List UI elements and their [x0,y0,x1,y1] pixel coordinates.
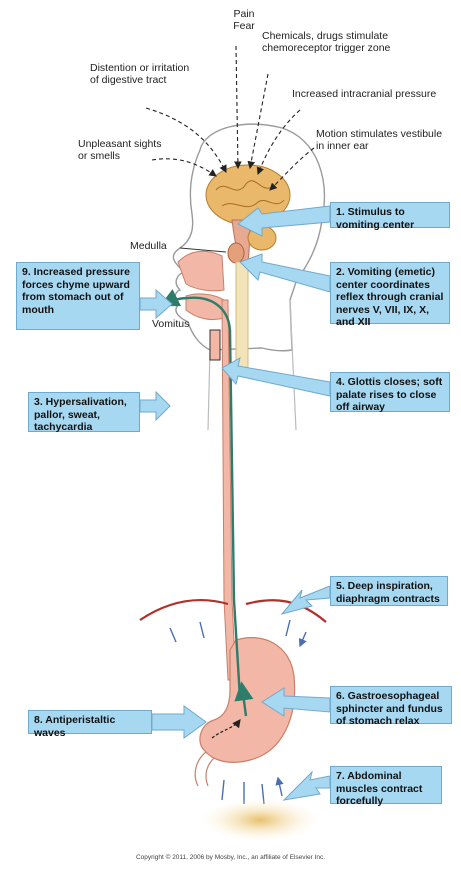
larynx [210,330,220,360]
esophagus [222,300,236,680]
label-distention: Distention or irritation of digestive tr… [90,62,210,86]
medulla-center [228,243,244,263]
label-chemicals: Chemicals, drugs stimulate chemoreceptor… [262,30,412,54]
step-8-box: 8. Antiperistaltic waves [28,710,152,734]
step-9-box: 9. Increased pressure forces chyme upwar… [16,262,140,330]
label-unpleasant: Unpleasant sights or smells [78,138,188,162]
copyright-text: Copyright © 2011, 2006 by Mosby, Inc., a… [0,854,461,861]
step-1-box: 1. Stimulus to vomiting center [330,202,450,228]
label-motion: Motion stimulates vestibule in inner ear [316,128,456,152]
step-5-box: 5. Deep inspiration, diaphragm contracts [330,576,448,606]
neck-outline [208,300,296,430]
step-7-box: 7. Abdominal muscles contract forcefully [330,766,442,804]
step-3-box: 3. Hypersalivation, pallor, sweat, tachy… [28,392,140,432]
abdominal-glow [200,798,320,842]
label-intracranial: Increased intracranial pressure [292,88,452,100]
step-6-box: 6. Gastroesophageal sphincter and fundus… [330,686,452,724]
label-medulla: Medulla [130,240,180,252]
step-4-box: 4. Glottis closes; soft palate rises to … [330,372,450,412]
step-2-box: 2. Vomiting (emetic) center coordinates … [330,262,450,324]
spine [236,262,248,372]
label-vomitus: Vomitus [152,318,212,330]
nasal-cavity [178,251,224,291]
label-pain-fear: Pain Fear [224,8,264,32]
